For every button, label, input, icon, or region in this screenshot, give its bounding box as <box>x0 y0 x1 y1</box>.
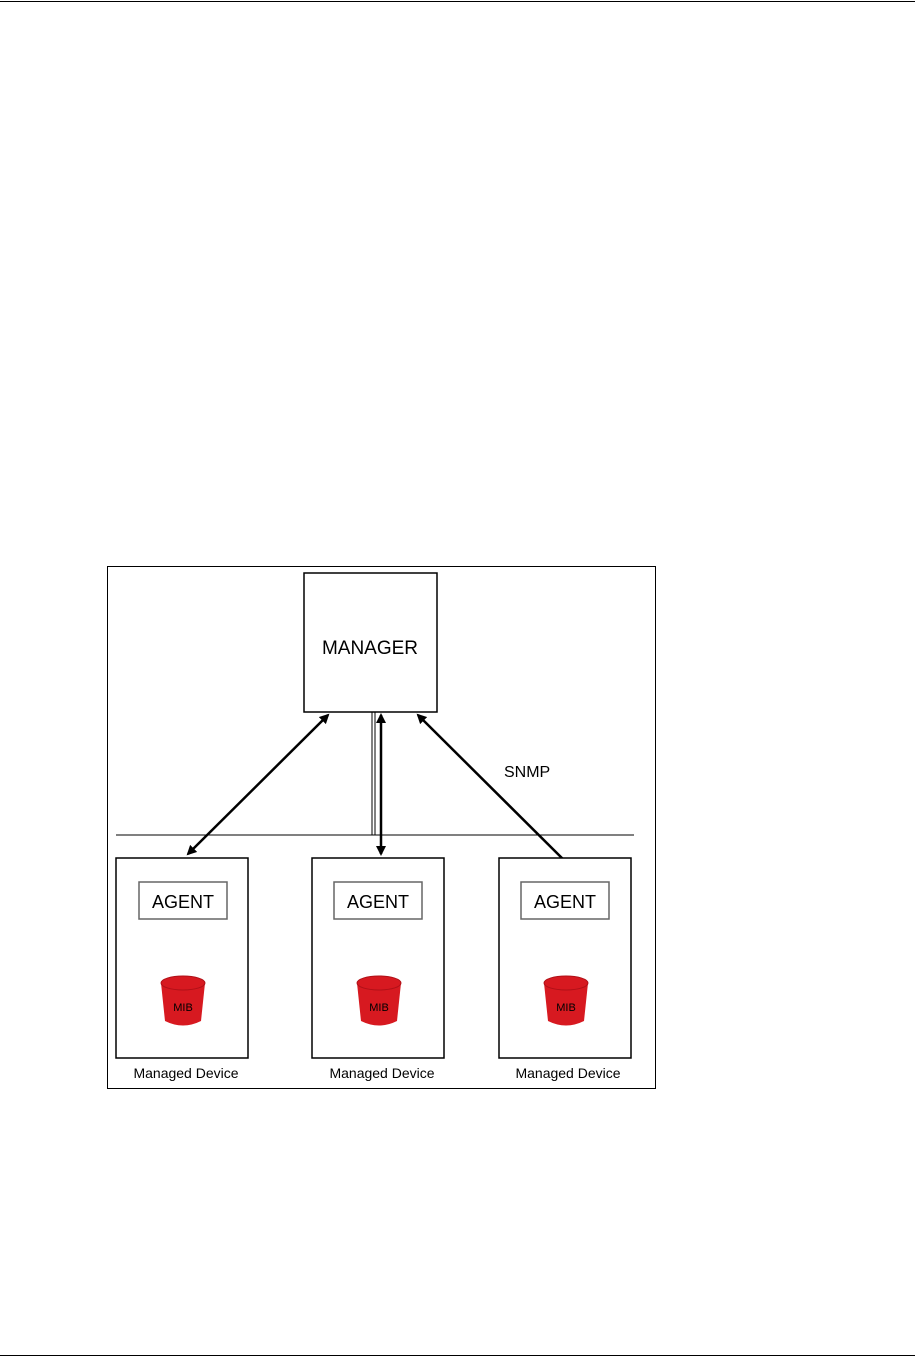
mib-label: MIB <box>556 1002 576 1014</box>
managed-device-2: AGENT MIB Managed Device <box>312 858 444 1081</box>
page-bottom-rule <box>0 1355 915 1356</box>
mib-database-icon <box>544 976 588 1026</box>
mib-label: MIB <box>369 1002 389 1014</box>
diagram-canvas: MANAGER SNMP AGENT MIB Managed Device <box>108 567 656 1089</box>
managed-device-3: AGENT MIB Managed Device <box>499 858 631 1081</box>
snmp-label: SNMP <box>504 764 550 781</box>
mib-database-icon <box>357 976 401 1026</box>
device-caption: Managed Device <box>133 1065 238 1081</box>
snmp-arrow-right <box>418 715 581 877</box>
page-top-rule <box>0 1 915 2</box>
manager-label: MANAGER <box>322 638 418 659</box>
snmp-architecture-diagram: MANAGER SNMP AGENT MIB Managed Device <box>107 566 656 1089</box>
agent-label: AGENT <box>534 892 596 912</box>
device-caption: Managed Device <box>515 1065 620 1081</box>
agent-label: AGENT <box>152 892 214 912</box>
mib-label: MIB <box>173 1002 193 1014</box>
managed-device-1: AGENT MIB Managed Device <box>116 858 248 1081</box>
agent-label: AGENT <box>347 892 409 912</box>
device-caption: Managed Device <box>329 1065 434 1081</box>
snmp-arrow-left <box>188 715 328 854</box>
mib-database-icon <box>161 976 205 1026</box>
